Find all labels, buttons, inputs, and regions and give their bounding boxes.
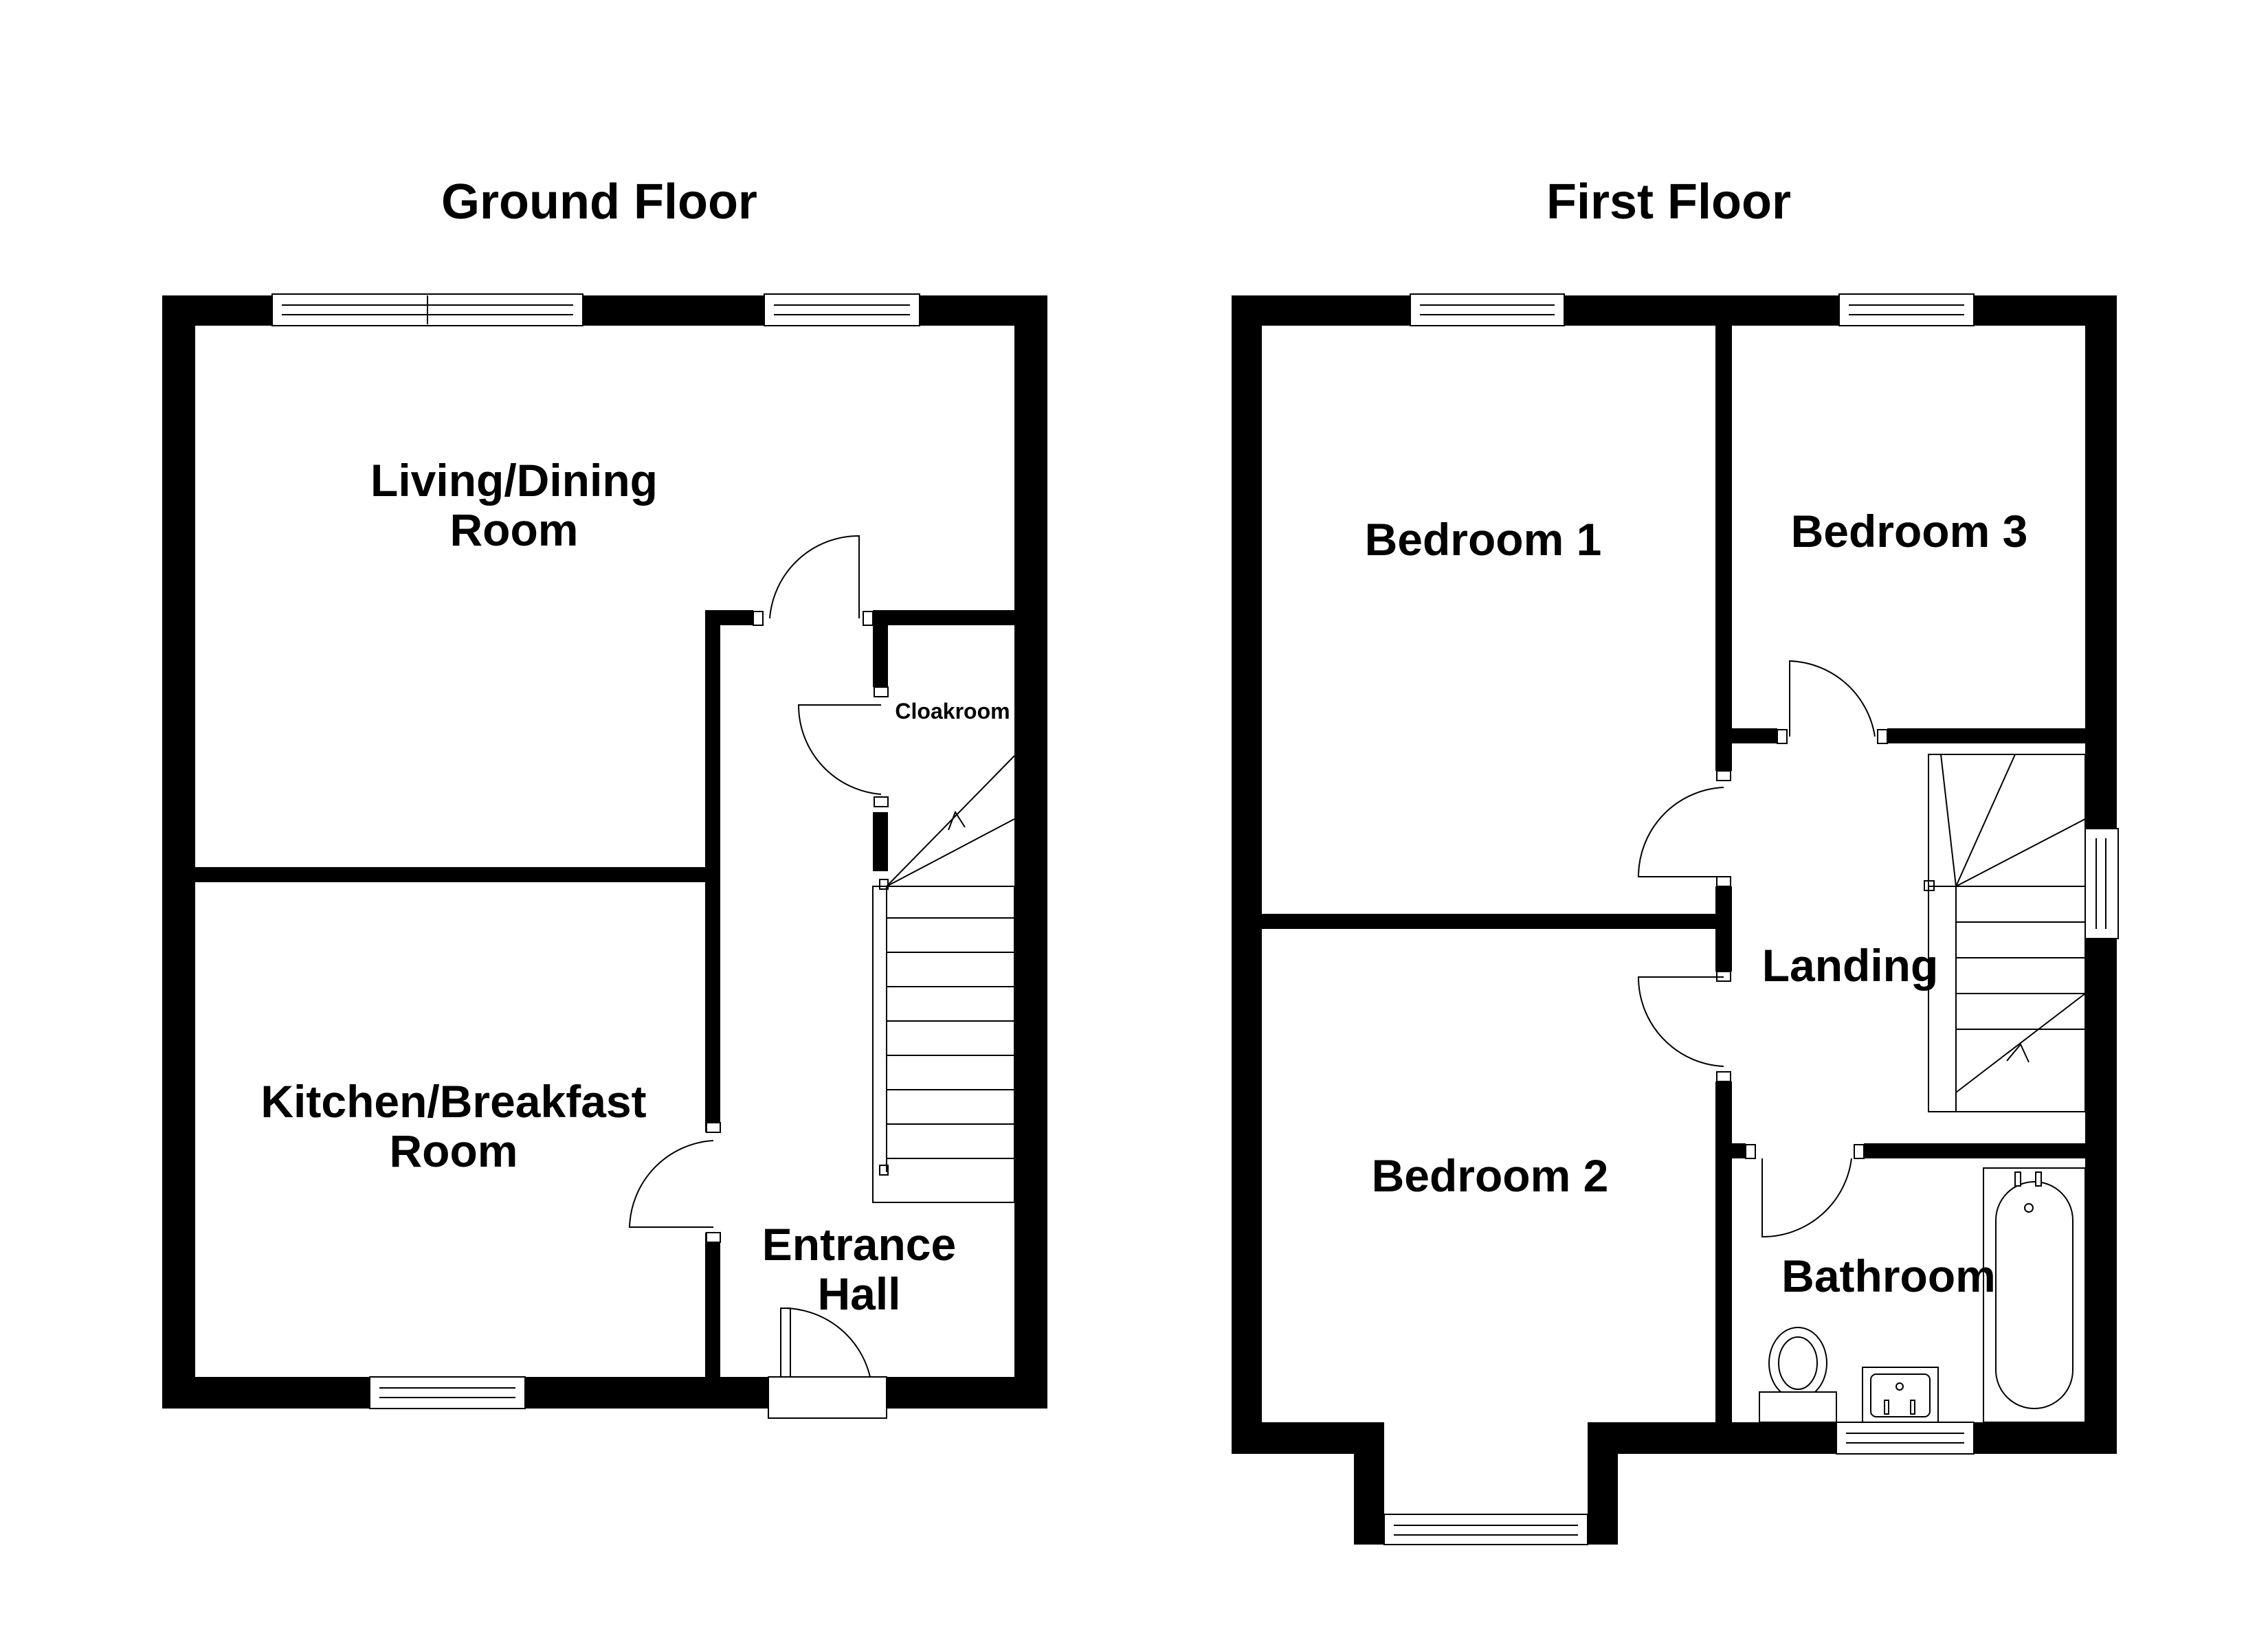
entrance-hall-label-1: Entrance — [762, 1219, 956, 1270]
cloakroom-label: Cloakroom — [895, 699, 1010, 723]
toilet — [1759, 1327, 1837, 1423]
ground-door-living — [753, 535, 874, 626]
first-interior-walls — [1262, 326, 2085, 1422]
bedroom3-label: Bedroom 3 — [1791, 506, 2028, 557]
first-window-bathroom — [1836, 1422, 1975, 1455]
first-window-bedroom3 — [1838, 293, 1975, 326]
ground-window-patio — [271, 293, 583, 326]
first-floor-title: First Floor — [1546, 175, 1791, 229]
first-floor-plan: Bedroom 1 Bedroom 3 Landing Bedroom 2 Ba… — [1232, 293, 2119, 1545]
landing-label: Landing — [1762, 940, 1939, 991]
wash-basin — [1862, 1367, 1939, 1423]
bath-tub — [1983, 1167, 2086, 1423]
kitchen-label-2: Room — [390, 1125, 518, 1176]
ground-floor-title: Ground Floor — [441, 175, 757, 229]
kitchen-label-1: Kitchen/Breakfast — [260, 1076, 646, 1127]
living-room-label-1: Living/Dining — [370, 455, 658, 506]
first-staircase — [1924, 754, 2086, 1112]
entrance-hall-label-2: Hall — [817, 1268, 900, 1319]
first-window-bedroom1 — [1410, 293, 1565, 326]
first-door-bedroom3 — [1777, 660, 1888, 744]
bathroom-label: Bathroom — [1781, 1250, 1996, 1301]
ground-door-kitchen — [628, 1122, 721, 1243]
first-door-bathroom — [1745, 1144, 1865, 1238]
first-door-bedroom1 — [1637, 770, 1731, 887]
ground-floor-plan: Living/Dining Room Cloakroom Kitchen/Bre… — [162, 293, 1047, 1419]
ground-interior-walls — [195, 610, 1014, 1385]
living-room-label-2: Room — [450, 504, 579, 555]
bedroom1-label: Bedroom 1 — [1365, 514, 1602, 565]
first-door-bedroom2 — [1637, 971, 1731, 1082]
ground-door-cloakroom — [797, 686, 889, 807]
bedroom2-label: Bedroom 2 — [1372, 1150, 1609, 1201]
first-window-landing — [2084, 828, 2119, 939]
ground-window-kitchen — [369, 1376, 526, 1409]
first-window-bedroom2-bay — [1383, 1514, 1588, 1545]
ground-front-door — [768, 1307, 887, 1419]
ground-staircase — [872, 755, 1015, 1203]
ground-window-living — [764, 293, 920, 326]
